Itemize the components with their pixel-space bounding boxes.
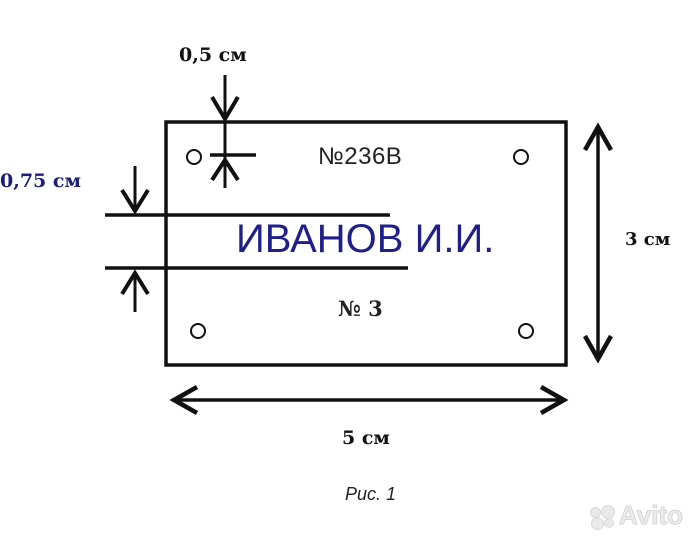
plate-outline (164, 120, 568, 367)
height-dimension (583, 122, 613, 364)
mounting-hole-top-left (186, 149, 202, 165)
width-dimension (169, 385, 569, 415)
height-label: 3 см (625, 229, 671, 250)
top-margin-dimension (210, 75, 256, 188)
plate-number: № 3 (338, 296, 383, 321)
avito-watermark: Avito (590, 500, 684, 531)
text-height-dimension (105, 166, 408, 312)
mounting-hole-bottom-left (190, 323, 206, 339)
mounting-hole-top-right (513, 149, 529, 165)
top-margin-label: 0,5 см (179, 44, 247, 66)
text-height-label: 0,75 см (0, 170, 81, 192)
mounting-hole-bottom-right (518, 323, 534, 339)
width-label: 5 см (342, 427, 390, 449)
avito-logo-icon (590, 504, 616, 530)
figure-caption: Рис. 1 (345, 484, 397, 504)
plate-code: №236В (318, 143, 403, 170)
avito-watermark-text: Avito (618, 500, 684, 531)
plate-name: ИВАНОВ И.И. (236, 217, 495, 261)
